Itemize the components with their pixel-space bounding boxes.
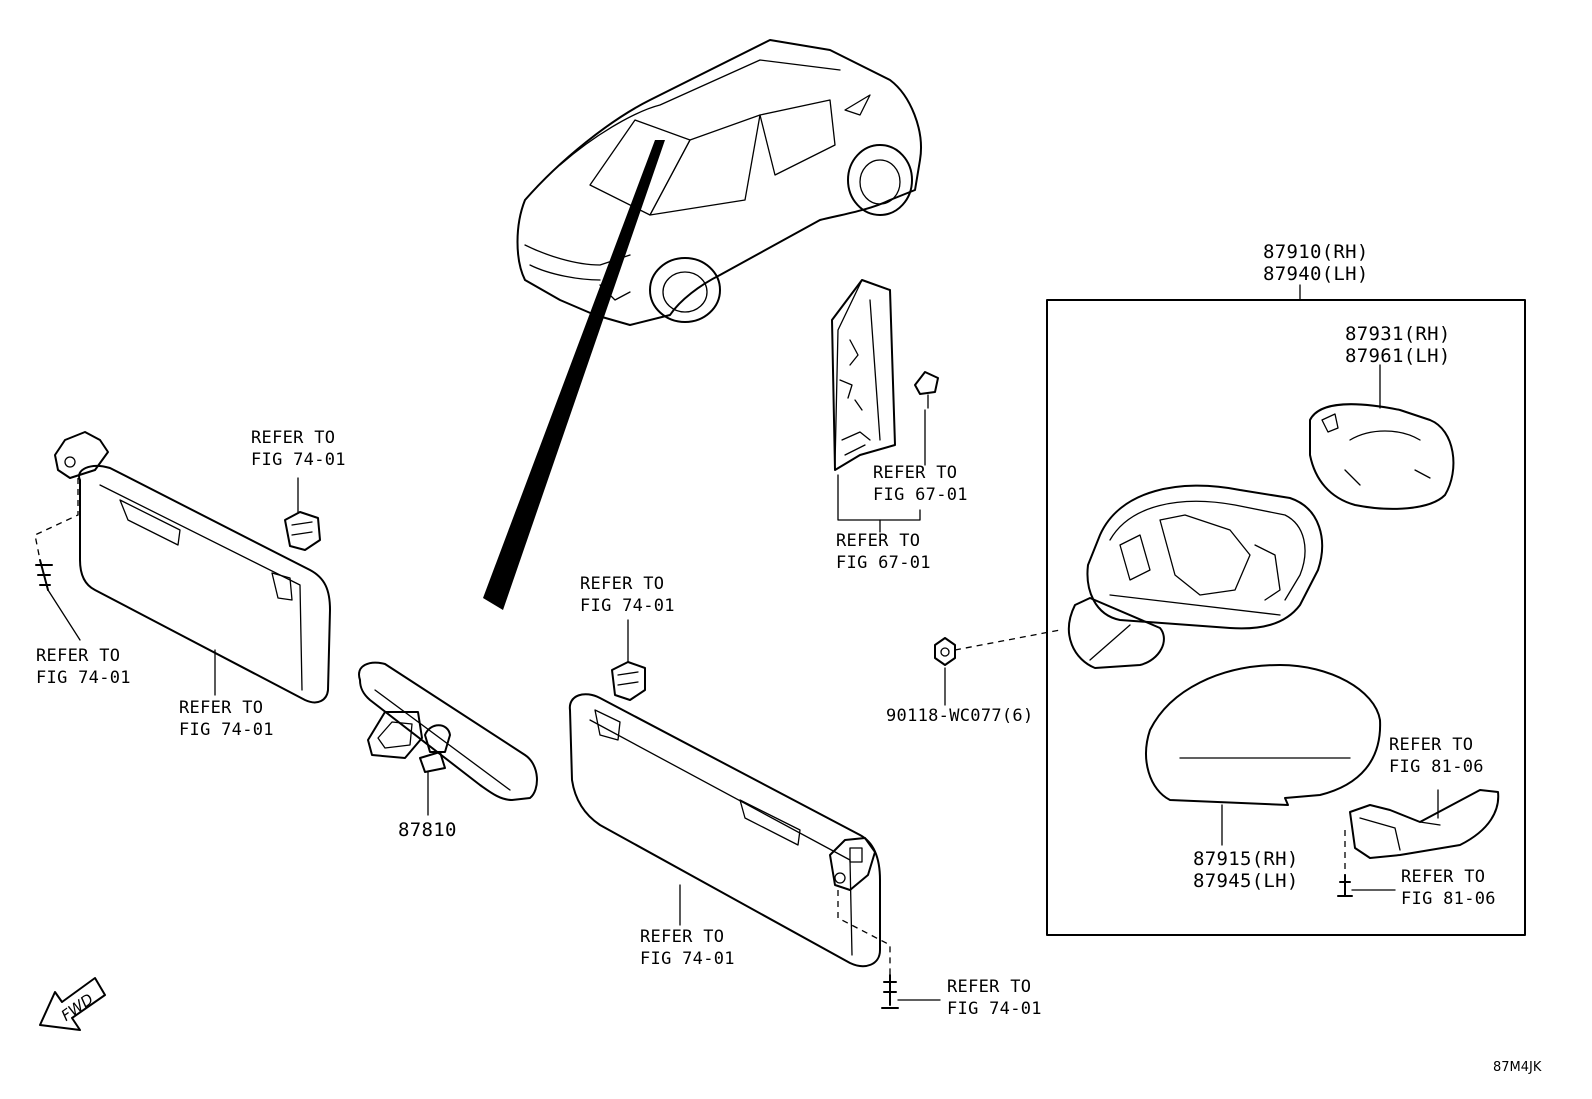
label-mirror-cover-rh: 87915(RH) xyxy=(1193,848,1299,870)
label-refer-left-clip: REFER TO FIG 74-01 xyxy=(251,428,346,470)
label-refer-right-screw: REFER TO FIG 74-01 xyxy=(947,977,1042,1019)
right-visor-clip xyxy=(611,619,646,701)
label-mirror-cover-lh: 87945(LH) xyxy=(1193,870,1299,892)
figure-code: 87M4JK xyxy=(1493,1060,1542,1075)
left-visor-clip xyxy=(284,477,321,551)
label-inner-mirror: 87810 xyxy=(398,819,457,841)
inner-mirror xyxy=(358,661,538,816)
vehicle-illustration xyxy=(483,39,922,610)
label-mirror-glass-rh: 87931(RH) xyxy=(1345,323,1451,345)
fwd-arrow-icon: FWD xyxy=(39,977,106,1031)
label-mirror-glass-lh: 87961(LH) xyxy=(1345,345,1451,367)
label-refer-garnish: REFER TO FIG 67-01 xyxy=(836,531,931,573)
fwd-text: FWD xyxy=(58,990,97,1025)
label-refer-garnish-clip: REFER TO FIG 67-01 xyxy=(873,463,968,505)
label-refer-right-visor: REFER TO FIG 74-01 xyxy=(640,927,735,969)
label-mirror-assembly-rh: 87910(RH) xyxy=(1263,241,1369,263)
outer-mirror-assembly xyxy=(934,284,1526,936)
label-refer-left-screw: REFER TO FIG 74-01 xyxy=(36,646,131,688)
label-nut-part: 90118-WC077(6) xyxy=(886,706,1034,726)
label-refer-left-visor: REFER TO FIG 74-01 xyxy=(179,698,274,740)
pillar-garnish xyxy=(831,279,939,533)
label-refer-turn-lamp: REFER TO FIG 81-06 xyxy=(1389,735,1484,777)
right-sun-visor xyxy=(568,693,941,1009)
label-refer-right-clip: REFER TO FIG 74-01 xyxy=(580,574,675,616)
label-mirror-assembly-lh: 87940(LH) xyxy=(1263,263,1369,285)
label-refer-turn-screw: REFER TO FIG 81-06 xyxy=(1401,867,1496,909)
left-sun-visor xyxy=(34,431,331,704)
